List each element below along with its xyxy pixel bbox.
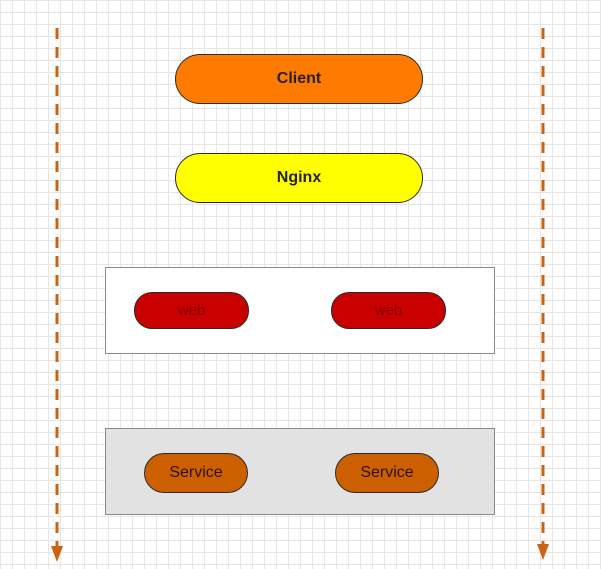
client-label: Client (276, 70, 322, 87)
right-flow-arrow (537, 28, 549, 560)
nginx-label: Nginx (276, 169, 322, 186)
client-node: Client (175, 54, 423, 104)
web-node-2: web (331, 292, 446, 329)
web-node-1-label: web (177, 302, 206, 319)
service-node-2-label: Service (360, 464, 414, 481)
nginx-node: Nginx (175, 153, 423, 203)
web-node-2-label: web (374, 302, 403, 319)
service-node-1: Service (144, 453, 248, 493)
service-node-2: Service (335, 453, 439, 493)
left-flow-arrow (51, 28, 63, 562)
service-node-1-label: Service (169, 464, 223, 481)
web-node-1: web (134, 292, 249, 329)
